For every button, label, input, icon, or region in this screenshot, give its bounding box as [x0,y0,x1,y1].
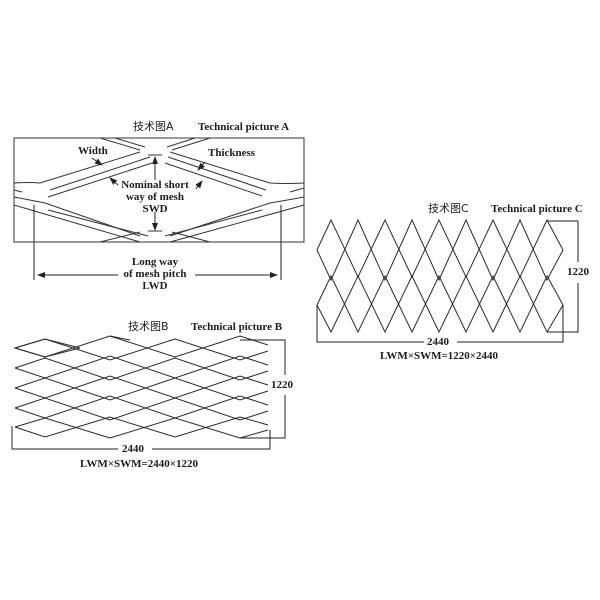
label-lwd-2: of mesh pitch [123,268,187,280]
panel-a-drawing [13,137,305,243]
label-lwd-1: Long way [131,256,179,268]
panel-a-title-cn: 技术图A [133,121,174,133]
label-swd-2: way of mesh [125,191,185,203]
panel-b-width-dim: 2440 [122,443,144,455]
label-swd-1: Nominal short [121,179,189,191]
panel-c-title-cn: 技术图C [428,203,469,215]
label-thickness: Thickness [208,147,256,159]
panel-c-title-cn-text: 技术图C [428,202,469,215]
label-width: Width [78,145,108,157]
panel-b-title-en: Technical picture B [191,321,283,333]
panel-a-title-en: Technical picture A [198,121,290,133]
panel-c-width-dim: 2440 [427,336,449,348]
panel-b-mesh [13,335,269,439]
panel-b-height-dim: 1220 [271,379,293,391]
panel-b-dimensions [11,339,286,450]
panel-a-annotations [33,156,282,280]
label-lwd-3: LWD [142,280,168,292]
panel-b-title-cn: 技术图B [128,321,169,333]
panel-a-title-cn-text: 技术图A [133,120,174,133]
label-swd-3: SWD [142,203,168,215]
panel-c-title-en: Technical picture C [491,203,583,215]
panel-c-dimensions [316,220,579,343]
panel-b-formula: LWM×SWM=2440×1220 [80,458,199,470]
panel-c-mesh [316,218,564,334]
panel-b-title-cn-text: 技术图B [128,320,169,333]
panel-c-height-dim: 1220 [567,266,589,278]
panel-c-formula: LWM×SWM=1220×2440 [380,350,499,362]
